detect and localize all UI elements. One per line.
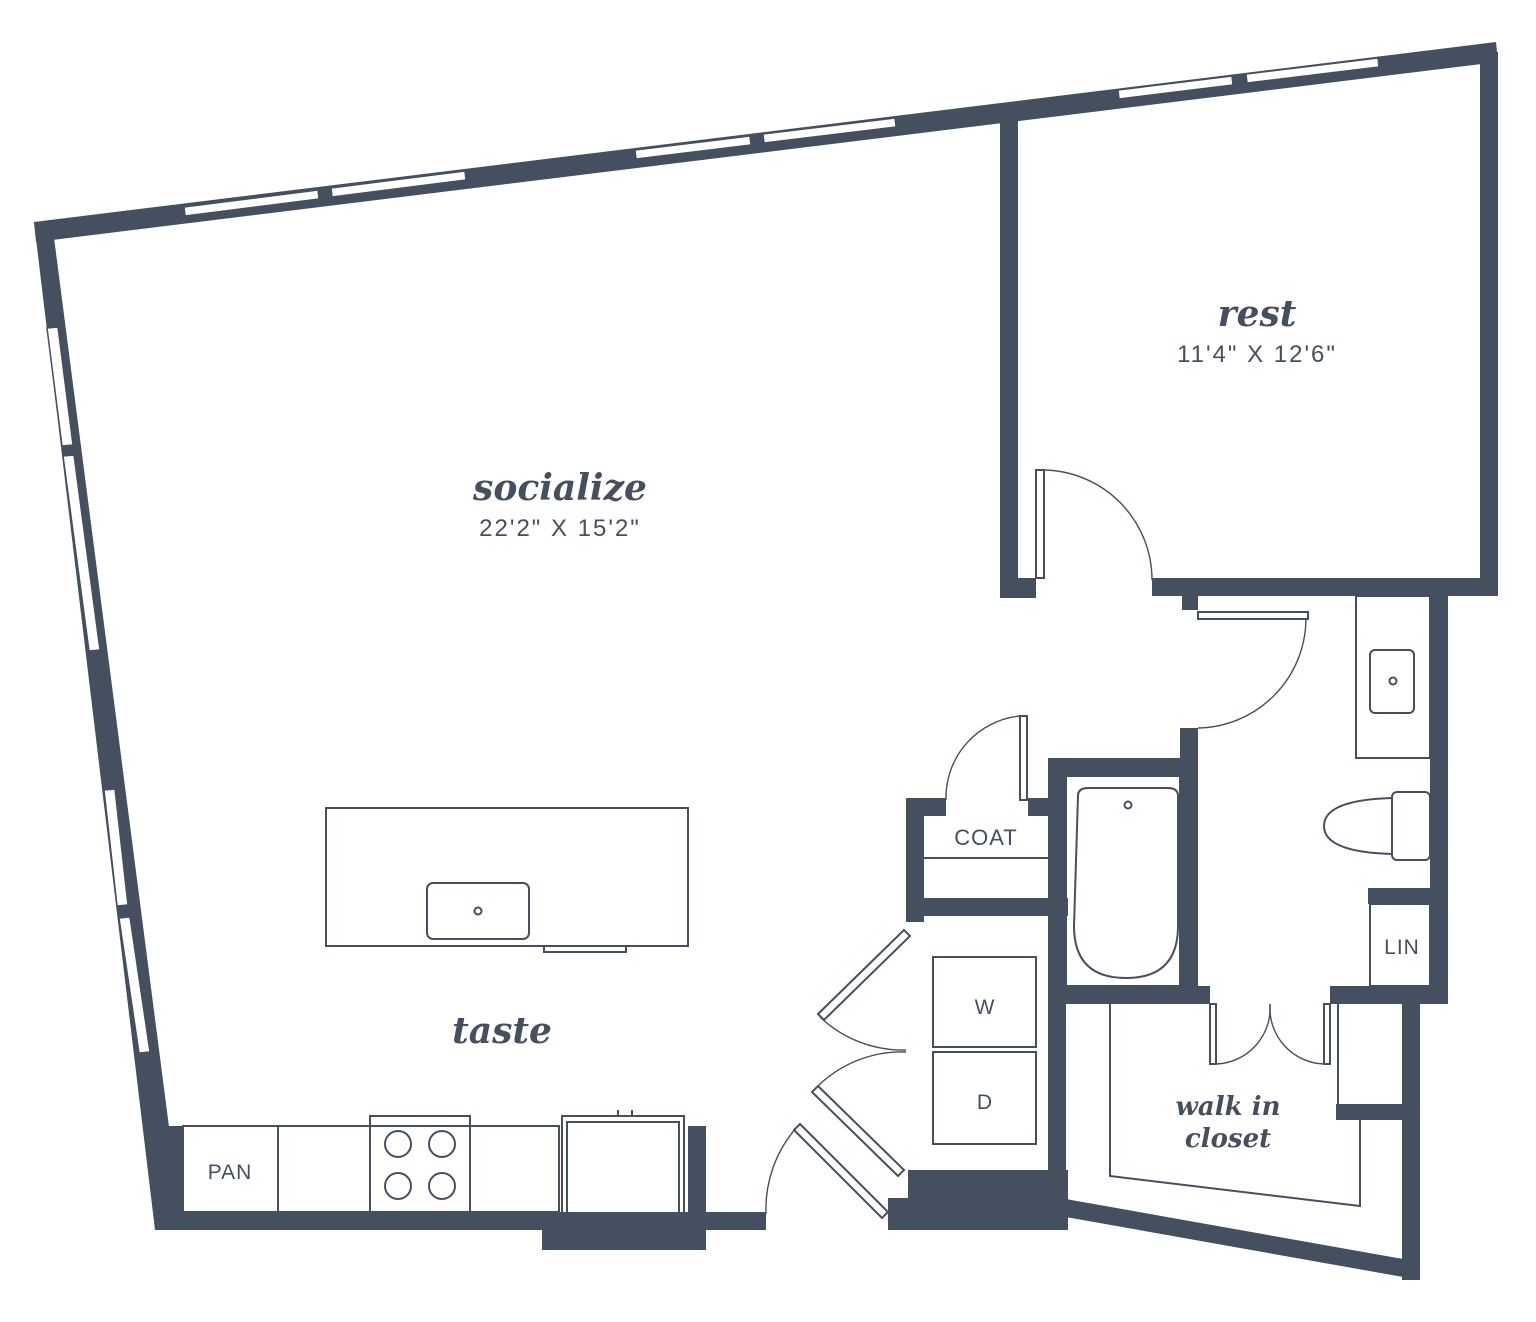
- room-name-socialize: socialize: [472, 467, 647, 509]
- label-linen: LIN: [1384, 936, 1420, 959]
- bedroom-door: [1035, 469, 1045, 579]
- bathtub: [1072, 787, 1179, 980]
- island-sink: [426, 882, 530, 940]
- cooktop: [369, 1115, 471, 1213]
- island-sink-drain: [473, 906, 483, 916]
- room-name-walk-in-closet-line1: walk in: [1176, 1092, 1281, 1122]
- coat-door: [1019, 715, 1028, 801]
- fixtures: [182, 595, 1431, 1227]
- room-name-rest: rest: [1218, 293, 1297, 335]
- exterior-walls: [34, 42, 1498, 1280]
- vanity: [1355, 595, 1431, 759]
- room-name-taste: taste: [452, 1010, 552, 1052]
- vanity-sink: [1369, 649, 1415, 714]
- burner-4: [428, 1172, 456, 1200]
- bath-door: [1197, 611, 1309, 620]
- entry-door-swing: [765, 1126, 798, 1215]
- room-dimensions-socialize: 22'2" X 15'2": [479, 515, 641, 542]
- closet-door-left: [1209, 1003, 1217, 1065]
- label-dryer: D: [977, 1091, 993, 1114]
- toilet-bowl: [1322, 796, 1393, 856]
- doors: [765, 469, 1331, 1220]
- bathtub-surround: [1065, 775, 1181, 987]
- burner-2: [428, 1130, 456, 1158]
- dryer: [932, 1051, 1037, 1145]
- bedroom-door-swing: [1043, 469, 1153, 581]
- closet-door-right: [1323, 1003, 1331, 1065]
- laundry-door-upper-swing: [819, 1016, 907, 1051]
- label-pantry: PAN: [208, 1161, 253, 1184]
- vanity-sink-drain: [1388, 676, 1398, 686]
- label-washer: W: [975, 996, 996, 1019]
- washer: [932, 956, 1037, 1048]
- label-coat: COAT: [954, 825, 1017, 850]
- linen-closet: [1369, 903, 1431, 987]
- laundry-door-lower: [810, 1084, 906, 1178]
- labels: socialize 22'2" X 15'2" rest 11'4" X 12'…: [208, 293, 1420, 1184]
- kitchen-island: [325, 807, 689, 947]
- entry-door: [792, 1122, 890, 1220]
- bath-door-swing: [1197, 618, 1307, 729]
- bathtub-drain: [1123, 800, 1133, 810]
- laundry-door-upper: [816, 928, 912, 1022]
- room-name-walk-in-closet-line2: closet: [1185, 1124, 1271, 1154]
- toilet-tank: [1391, 791, 1431, 861]
- burner-3: [384, 1172, 412, 1200]
- refrigerator: [561, 1115, 685, 1227]
- laundry-door-lower-swing: [814, 1051, 907, 1090]
- interior-walls: [906, 118, 1448, 1198]
- coat-door-swing: [945, 715, 1021, 801]
- dishwasher-edge: [543, 945, 627, 953]
- closet-door-right-swing: [1269, 1003, 1325, 1065]
- closet-door-left-swing: [1215, 1003, 1271, 1065]
- closet-shelf: [1109, 1004, 1361, 1208]
- burner-1: [384, 1130, 412, 1158]
- room-dimensions-rest: 11'4" X 12'6": [1177, 341, 1337, 368]
